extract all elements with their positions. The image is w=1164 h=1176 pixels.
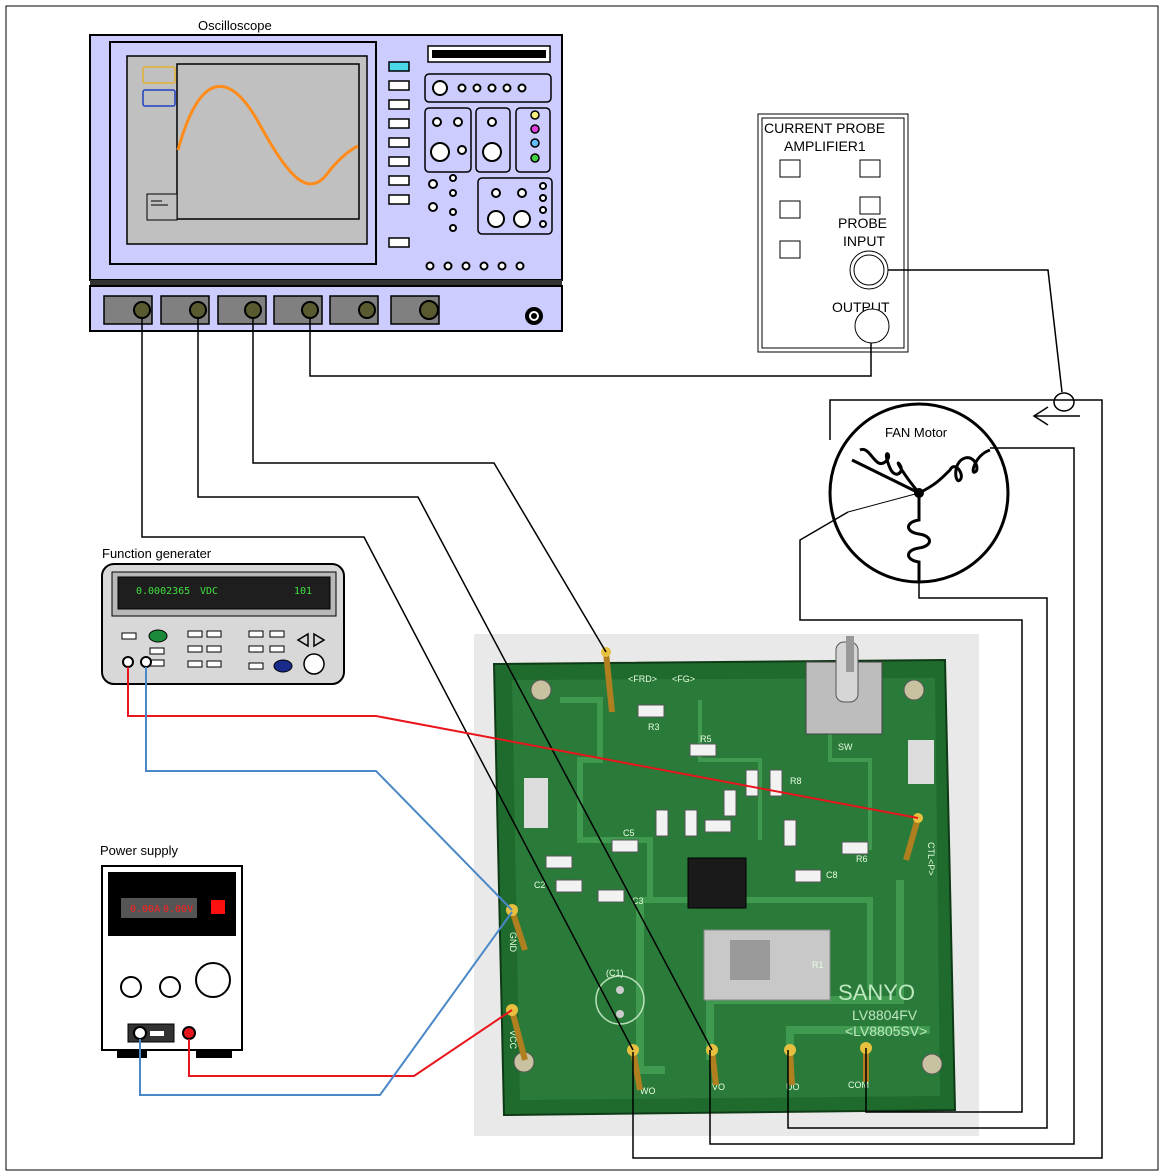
silk-r5: R5 [700,734,712,744]
scope-input-ch1[interactable] [103,295,153,325]
coil-u [859,447,921,494]
power-supply: Power supply 0.00A 0.00V [100,843,243,1058]
wire-ch3 [252,318,607,653]
oscilloscope: Oscilloscope [89,18,563,332]
board-model-1: LV8804FV [852,1007,918,1023]
board-brand: SANYO [838,980,915,1005]
silk-c1: (C1) [606,968,624,978]
scope-input-ch3[interactable] [217,295,267,325]
wire-fg-ground [145,667,513,911]
fg-knob[interactable] [303,653,325,675]
fg-output-hi[interactable] [122,656,134,668]
silk-r8: R8 [790,776,802,786]
function-generator: Function generater 0.0002365 VDC 101 [101,546,345,685]
function-generator-label: Function generater [102,546,212,561]
current-probe-amplifier: CURRENT PROBE AMPLIFIER1 PROBE INPUT OUT… [757,113,909,353]
arrow-right-icon [313,632,326,648]
silk-vcc: VCC [508,1030,518,1050]
ps-terminal-negative[interactable] [133,1026,147,1040]
power-supply-label: Power supply [100,843,179,858]
silk-c2: C2 [534,880,546,890]
fan-motor-label: FAN Motor [885,425,948,440]
scope-input-ext1[interactable] [329,295,379,325]
wires [127,269,1103,1159]
silk-fg: <FG> [672,674,695,684]
wire-ps-negative [139,911,513,1096]
fg-display-value: 0.0002365 [136,586,190,597]
wire-fg-signal [127,667,919,819]
silk-wo: WO [640,1086,656,1096]
fg-power-button[interactable] [148,629,168,643]
wire-motor-v [709,447,1075,1145]
coil-v [918,448,991,495]
wire-motor-w [787,582,1048,1129]
silk-r3: R3 [648,722,660,732]
silk-ctl: CTL<P> [926,842,936,876]
silk-r6: R6 [856,854,868,864]
probe-amp-title-2: AMPLIFIER1 [784,138,866,154]
silk-r1: R1 [812,960,824,970]
silk-c3: C3 [632,896,644,906]
wire-probe-input [888,269,1063,393]
silk-vo: VO [712,1082,725,1092]
menu-icon [146,193,178,221]
silk-c8: C8 [826,870,838,880]
arrow-left-icon [296,632,309,648]
silk-com: COM [848,1080,869,1090]
scope-input-ch2[interactable] [160,295,210,325]
oscilloscope-label: Oscilloscope [198,18,272,33]
fg-display-unit: VDC [200,586,218,597]
wire-ch2 [197,318,713,1051]
wire-ch4 [309,318,872,377]
wire-motor-com [799,511,1023,1113]
wire-ps-positive [188,1009,513,1077]
probe-amp-title-1: CURRENT PROBE [764,120,885,136]
probe-output-connector[interactable] [854,308,890,344]
channel-2-indicator [142,89,176,107]
evaluation-board: <FRD> <FG> SW R3 R5 R8 R6 C5 C2 C3 C8 R1… [474,634,979,1136]
silk-uo: UO [786,1082,800,1092]
silk-c5: C5 [623,828,635,838]
probe-input-label-1: PROBE [838,215,887,231]
board-model-2: <LV8805SV> [845,1023,927,1039]
ps-display-current: 0.00A [130,904,160,915]
ps-terminal-positive[interactable] [182,1026,196,1040]
current-probe-clamp [1053,392,1075,412]
coil-w [907,493,931,582]
ps-display-voltage: 0.00V [163,904,193,915]
driver-ic [687,857,747,909]
pin-uo[interactable] [784,1044,796,1086]
fg-display-extra: 101 [294,586,312,597]
scope-input-ch4[interactable] [273,295,323,325]
fan-motor: FAN Motor [828,402,1010,584]
fg-output-lo[interactable] [140,656,152,668]
wire-ch1 [141,318,634,1051]
silk-sw: SW [838,742,853,752]
scope-input-ext2[interactable] [390,295,440,325]
wire-motor-u [632,399,1103,1159]
waveform [176,85,359,186]
probe-input-label-2: INPUT [843,233,885,249]
silk-frd: <FRD> [628,674,657,684]
fg-display [117,576,331,610]
channel-1-indicator [142,66,176,84]
silk-gnd: GND [508,932,518,953]
